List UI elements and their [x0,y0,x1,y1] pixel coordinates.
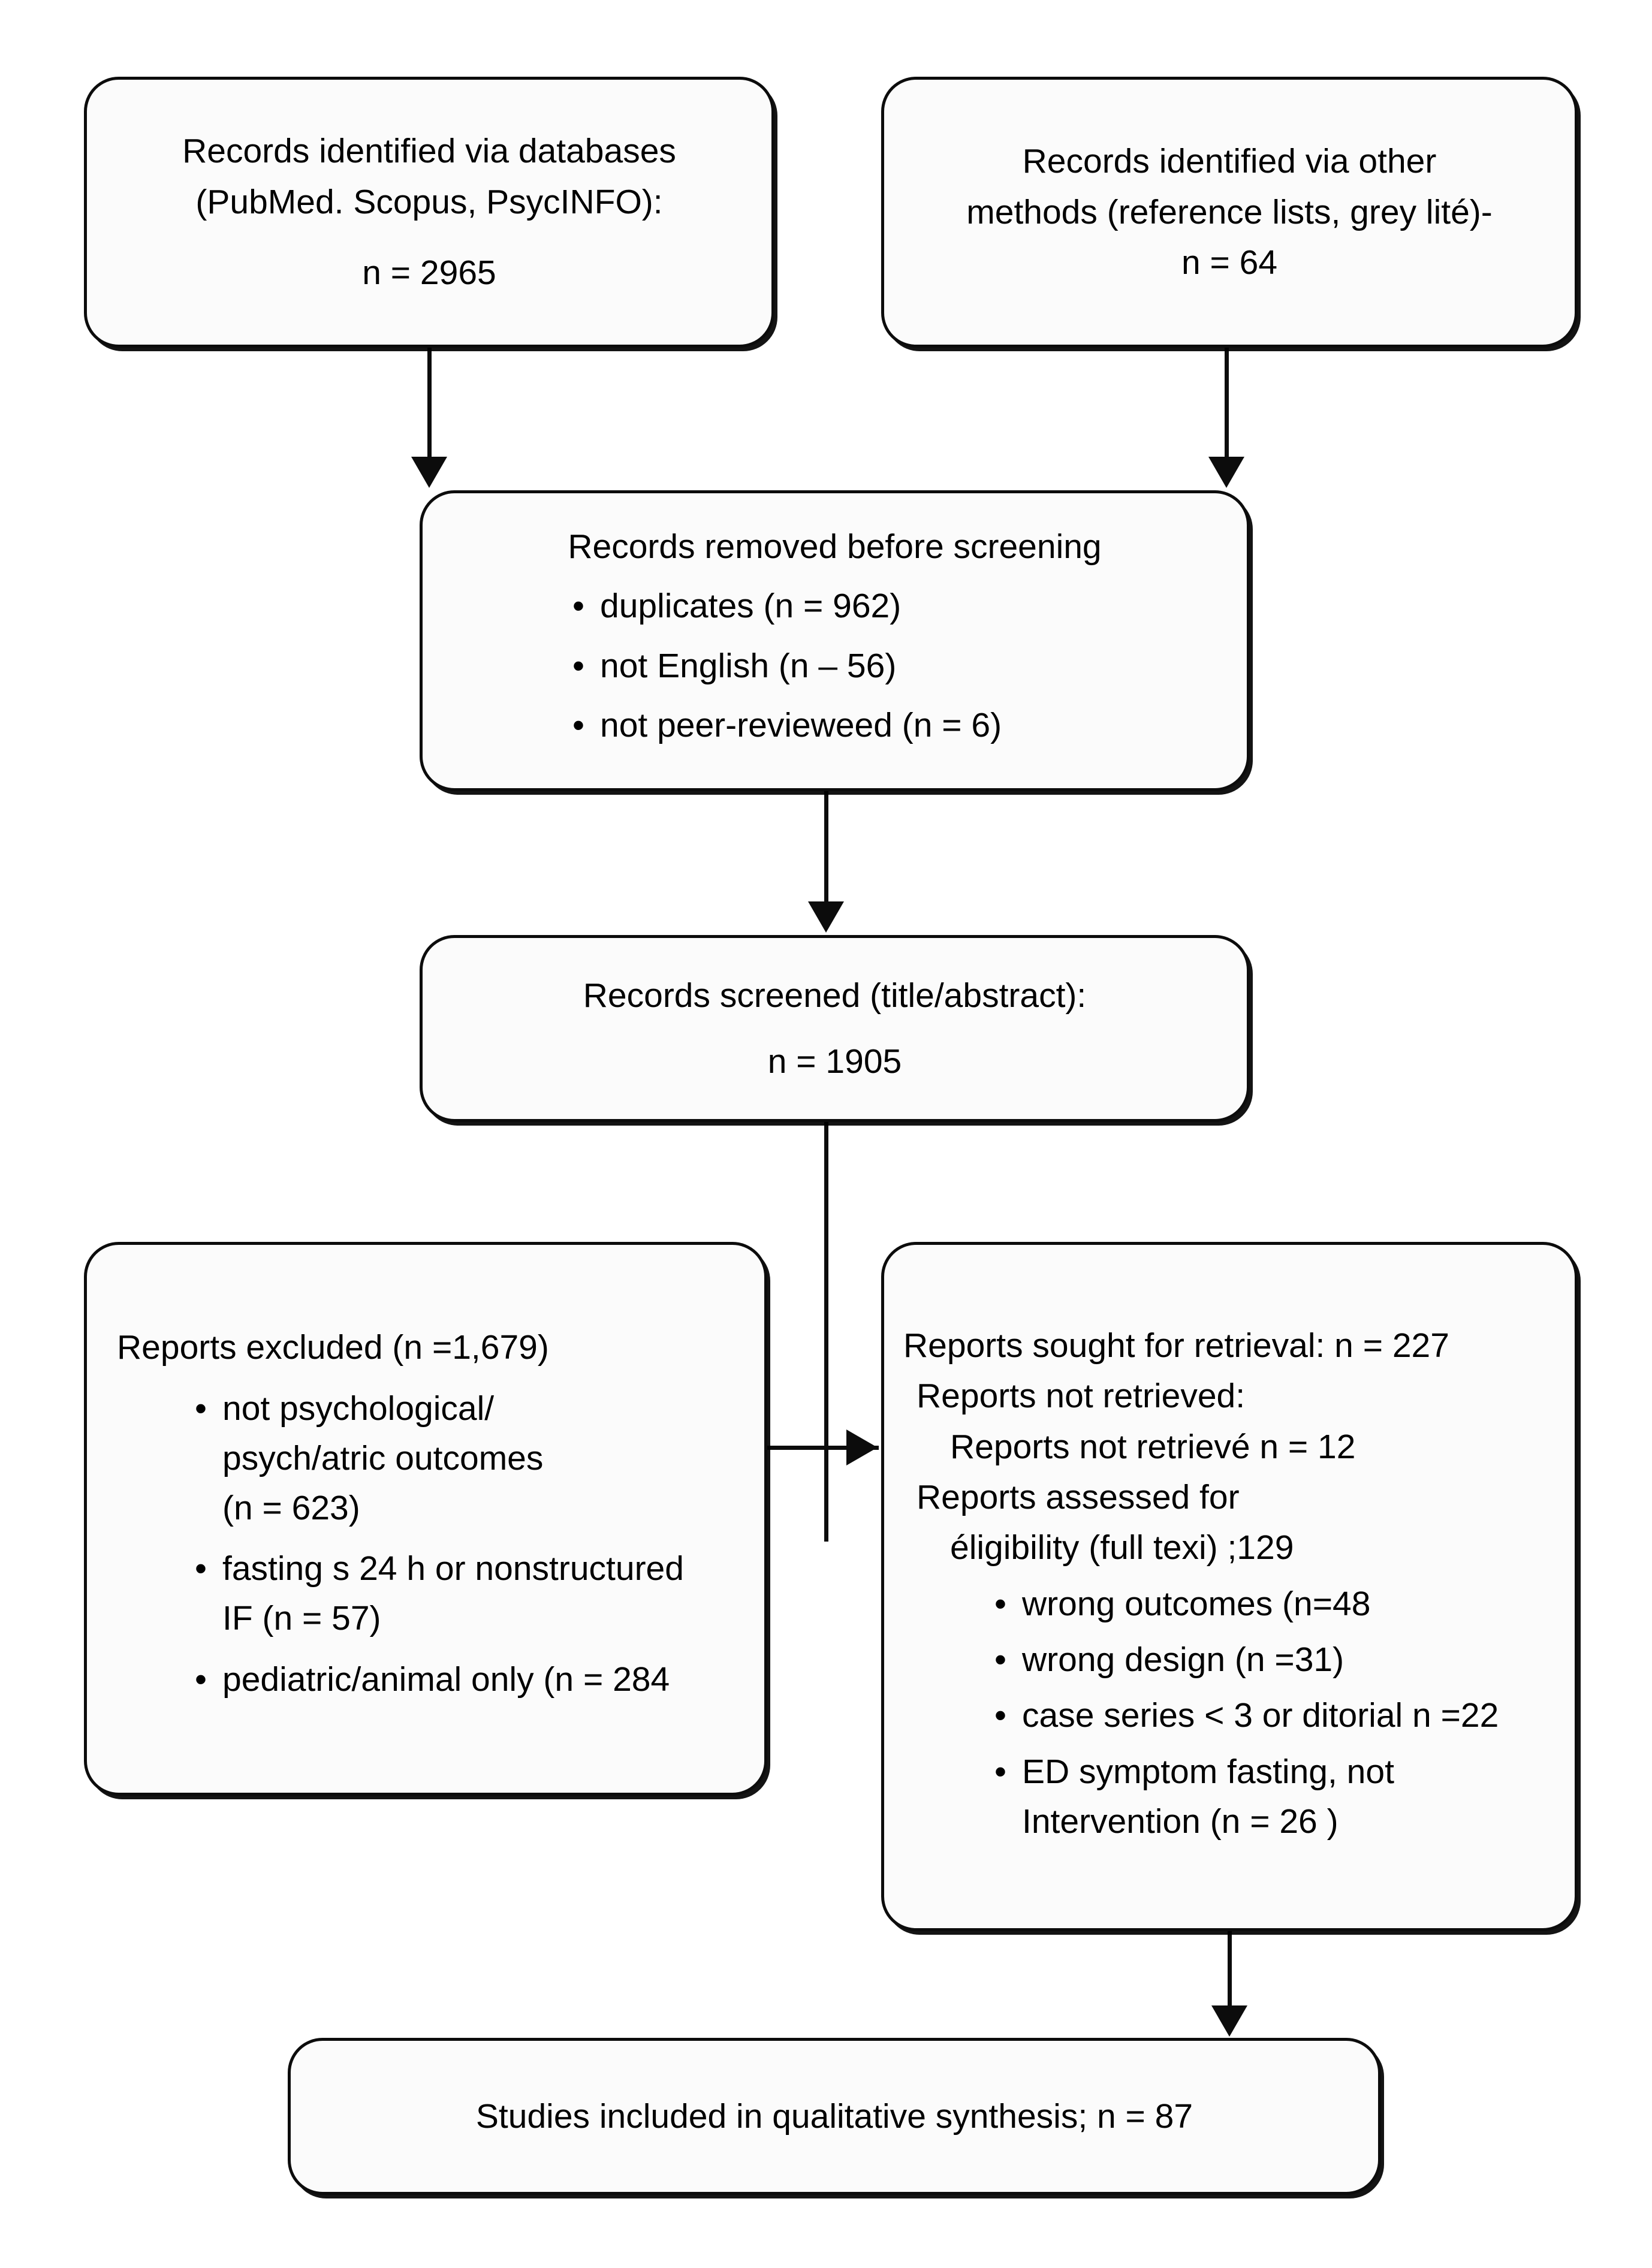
reports-excluded-reason-2-line1: pediatric/animal only (n = 284 [222,1660,670,1699]
connector-screened-to-sought-horizontal [765,1446,879,1450]
reports-sought-reason-0-line1: wrong outcomes (n=48 [1022,1584,1371,1623]
list-item: • case series < 3 or ditorial n =22 [987,1691,1560,1741]
box-records-removed-content: Records removed before screening • dupli… [423,521,1247,760]
bullet-icon: • [994,1640,1006,1679]
list-item: • fasting s 24 h or nonstructured IF (n … [188,1544,744,1643]
box-records-identified-other: Records identified via other methods (re… [881,77,1578,348]
box-reports-sought-for-retrieval: Reports sought for retrieval: n = 227 Re… [881,1242,1578,1931]
list-item: • not peer-revieweed (n = 6) [565,701,1218,750]
records-removed-heading: Records removed before screening [568,527,1102,566]
list-item: • ED symptom fasting, not Intervention (… [987,1747,1560,1847]
reports-excluded-reason-1-line1: fasting s 24 h or nonstructured [222,1549,684,1588]
list-item: • duplicates (n = 962) [565,581,1218,631]
list-item: • not English (n – 56) [565,641,1218,691]
bullet-icon: • [994,1696,1006,1735]
box-reports-sought-content: Reports sought for retrieval: n = 227 Re… [884,1320,1575,1853]
box-records-removed-before-screening: Records removed before screening • dupli… [420,490,1250,791]
reports-sought-reason-3-line1: ED symptom fasting, not [1022,1752,1394,1791]
records-removed-reason-list: • duplicates (n = 962) • not English (n … [451,581,1218,750]
reports-assessed-label: Reports assessed for [917,1478,1240,1517]
bullet-icon: • [572,705,584,744]
reports-not-retrieved-label: Reports not retrieved: [917,1377,1246,1416]
reports-excluded-heading: Reports excluded (n =1,679) [117,1328,549,1367]
reports-excluded-reason-0-line1: not psychological/ [222,1389,495,1428]
list-item: • wrong outcomes (n=48 [987,1579,1560,1629]
bullet-icon: • [195,1660,207,1699]
bullet-icon: • [994,1584,1006,1623]
box-reports-excluded: Reports excluded (n =1,679) • not psycho… [84,1242,767,1796]
box-records-identified-databases-content: Records identified via databases (PubMed… [87,126,771,298]
bullet-icon: • [572,646,584,685]
records-identified-databases-line1: Records identified via databases [182,132,676,171]
records-identified-other-count: n = 64 [1181,243,1278,282]
reports-excluded-reason-list: • not psychological/ psych/atric outcome… [107,1384,744,1705]
records-identified-databases-count: n = 2965 [362,254,496,292]
connector-screened-to-sought-arrowhead [846,1429,878,1465]
connector-sought-to-included-line [1228,1931,1232,2007]
box-reports-excluded-content: Reports excluded (n =1,679) • not psycho… [87,1322,764,1715]
connector-removed-to-screened-line [824,791,828,903]
records-removed-reason-0: duplicates (n = 962) [600,587,902,626]
records-identified-databases-line2: (PubMed. Scopus, PsycINFO): [195,182,663,221]
reports-excluded-reason-1-line2: IF (n = 57) [222,1599,381,1638]
connector-sought-to-included-arrowhead [1211,2005,1247,2037]
bullet-icon: • [195,1389,207,1428]
box-records-identified-databases: Records identified via databases (PubMed… [84,77,774,348]
connector-removed-to-screened-arrowhead [808,901,844,933]
connector-databases-to-removed-arrowhead [411,457,447,488]
connector-screened-to-sought-vertical [824,1122,828,1542]
reports-sought-reason-2-line1: case series < 3 or ditorial n =22 [1022,1696,1499,1735]
box-records-screened-content: Records screened (title/abstract): n = 1… [423,970,1247,1087]
reports-sought-reason-1-line1: wrong design (n =31) [1022,1640,1344,1679]
box-studies-included: Studies included in qualitative synthesi… [288,2038,1381,2195]
records-screened-line1: Records screened (title/abstract): [583,976,1087,1015]
connector-databases-to-removed-line [427,348,432,458]
studies-included-line1: Studies included in qualitative synthesi… [475,2097,1193,2136]
list-item: • wrong design (n =31) [987,1635,1560,1685]
records-removed-reason-1: not English (n – 56) [600,646,897,685]
bullet-icon: • [572,587,584,626]
reports-sought-line1: Reports sought for retrieval: n = 227 [903,1326,1449,1365]
box-studies-included-content: Studies included in qualitative synthesi… [291,2091,1378,2142]
records-identified-other-line1: Records identified via other [1022,142,1437,181]
reports-not-retrieved-count: Reports not retrievé n = 12 [950,1427,1356,1466]
bullet-icon: • [195,1549,207,1588]
reports-sought-reason-3-line2: Intervention (n = 26 ) [1022,1802,1339,1841]
records-removed-reason-2: not peer-revieweed (n = 6) [600,705,1002,744]
reports-excluded-reason-0-line3: (n = 623) [222,1488,360,1527]
bullet-icon: • [994,1752,1006,1791]
list-item: • not psychological/ psych/atric outcome… [188,1384,744,1534]
box-records-identified-other-content: Records identified via other methods (re… [884,136,1575,288]
connector-other-to-removed-arrowhead [1208,457,1244,488]
reports-assessed-eligibility-count: éligibility (full texi) ;129 [950,1528,1294,1567]
reports-sought-exclusion-list: • wrong outcomes (n=48 • wrong design (n… [899,1579,1560,1847]
box-records-screened: Records screened (title/abstract): n = 1… [420,935,1250,1122]
reports-excluded-reason-0-line2: psych/atric outcomes [222,1438,544,1477]
connector-other-to-removed-line [1225,348,1229,458]
records-screened-count: n = 1905 [767,1042,902,1081]
records-identified-other-line2: methods (reference lists, grey lité)- [966,192,1493,231]
list-item: • pediatric/animal only (n = 284 [188,1655,744,1705]
